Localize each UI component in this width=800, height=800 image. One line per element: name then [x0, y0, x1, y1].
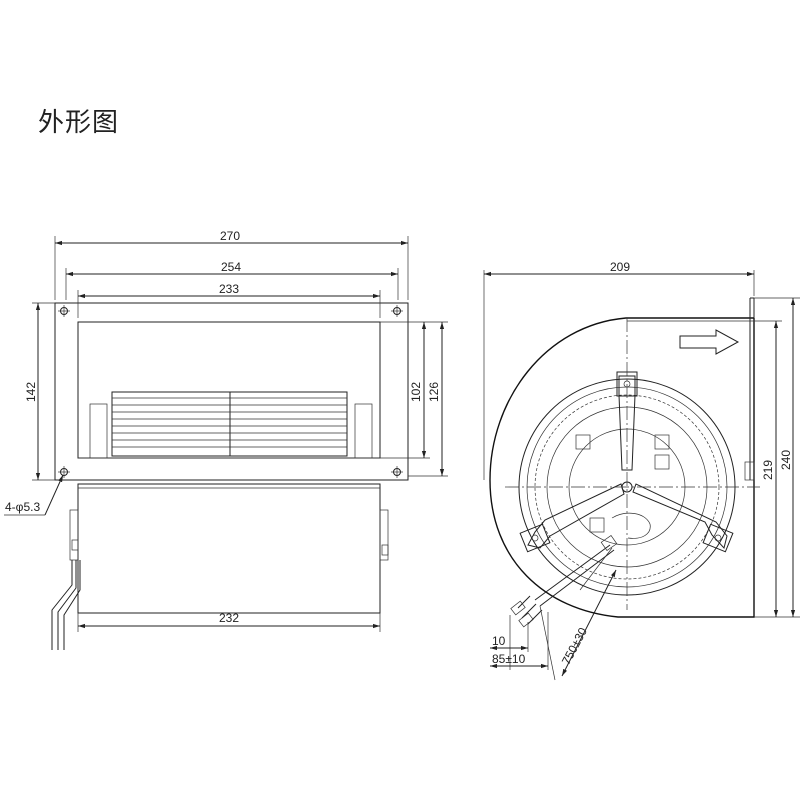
dim-254: 254 — [221, 260, 241, 274]
spider-arm — [618, 375, 636, 471]
mounting-hole — [58, 305, 70, 317]
mounting-hole — [58, 466, 70, 478]
dim-233: 233 — [219, 282, 239, 296]
flow-direction-arrow-icon — [679, 329, 740, 355]
mounting-hole — [391, 305, 403, 317]
page-title: 外形图 — [38, 108, 120, 138]
outlet-frame — [77, 321, 381, 459]
dim-219: 219 — [761, 460, 775, 480]
dim-lead-85: 85±10 — [492, 652, 526, 666]
dim-270: 270 — [220, 229, 240, 243]
dim-232: 232 — [219, 611, 239, 625]
front-view — [4, 236, 448, 650]
mounting-plate — [54, 302, 409, 481]
dim-209: 209 — [610, 260, 630, 274]
mounting-hole — [391, 466, 403, 478]
dim-240: 240 — [779, 450, 793, 470]
dim-126: 126 — [427, 382, 441, 402]
dim-lead-10: 10 — [492, 634, 506, 648]
dim-142: 142 — [24, 382, 38, 402]
dim-102: 102 — [409, 382, 423, 402]
side-view — [483, 270, 800, 681]
wire-lead — [51, 560, 73, 650]
dim-holes: 4-φ5.3 — [5, 500, 40, 514]
scroll-housing — [77, 483, 381, 614]
dim-lead-750: 750±30 — [559, 625, 590, 667]
